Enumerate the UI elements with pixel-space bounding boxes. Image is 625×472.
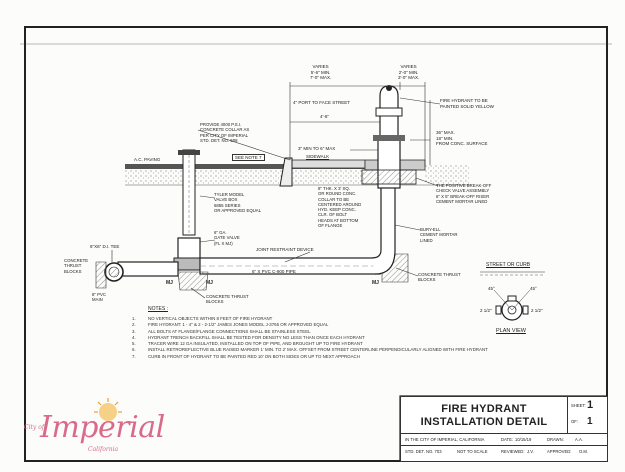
joint-restraint-label: JOINT RESTRAINT DEVICE	[256, 247, 314, 252]
sidewalk-label: SIDEWALK	[306, 154, 330, 159]
city-line: IN THE CITY OF IMPERIAL, CALIFORNIA	[405, 437, 485, 442]
three-min-note: 3" MIN TO 6" MAX	[298, 146, 336, 151]
drawn-label: DRAWN:	[547, 437, 564, 442]
varies-top-right: VARIES 2'-0" MIN. 3'-0" MAX.	[398, 64, 420, 80]
street-or-curb-label: STREET OR CURB	[486, 262, 531, 268]
of-number: 1	[587, 416, 593, 427]
note-7: 7.CURB IN FRONT OF HYDRANT TO BE PAINTED…	[132, 353, 360, 359]
round-collar-note: 8" THK. X 3' SQ. OR ROUND CONC. COLLAR T…	[318, 186, 362, 229]
drawn-value: A.A.	[575, 437, 583, 442]
outlet-label-right: 2 1/2"	[531, 308, 543, 313]
note-1: 1.NO VERTICAL OBJECTS WITHIN 8 FEET OF F…	[132, 316, 273, 321]
dimension-four-six: 4'-6"	[320, 114, 329, 119]
sheet-number: 1	[587, 399, 594, 411]
reviewed-label: REVIEWED:	[501, 449, 525, 454]
concrete-collar-note: PROVIDE 4000 P.S.I. CONCRETE COLLAR AS P…	[200, 122, 250, 143]
paint-yellow-note: FIRE HYDRANT TO BE PAINTED SOLID YELLOW	[440, 98, 494, 109]
thrust-bottom-label: CONCRETE THRUST BLOCKS	[206, 294, 249, 305]
thrust-right-label: CONCRETE THRUST BLOCKS	[418, 272, 461, 283]
angle-label-right: 45°	[530, 286, 537, 291]
notes-title: NOTES :	[148, 306, 169, 312]
general-notes: 1.NO VERTICAL OBJECTS WITHIN 8 FEET OF F…	[132, 316, 522, 360]
breakoff-note: THE POSITIVE BREAK-OFF CHECK VALVE ASSEM…	[436, 183, 492, 204]
note-2: 2.FIRE HYDRANT: 1 - 4" & 2 - 2-1/2" JAME…	[132, 322, 329, 328]
sheet-label: SHEET:	[571, 403, 586, 408]
gate-valve-note: 6" GA. GATE VALVE (FL X MJ)	[214, 230, 240, 246]
di-tee-label: 6"X6" D.I. TEE	[90, 244, 120, 249]
port-to-street: 4" PORT TO FACE STREET	[293, 100, 351, 105]
logo-sun-icon	[94, 398, 122, 421]
scale-label: NOT TO SCALE	[457, 449, 488, 454]
approved-value: O.M.	[579, 449, 589, 454]
pvc-main-label: 8" PVC MAIN	[92, 292, 106, 303]
see-note-7: SEE NOTE 7	[232, 154, 265, 161]
thrust-block-left	[95, 261, 107, 289]
outlet-label-left: 2 1/2"	[480, 308, 492, 313]
logo-prefix: City of	[24, 424, 45, 431]
title-block: FIRE HYDRANT INSTALLATION DETAIL SHEET: …	[400, 396, 608, 462]
plan-view-label: PLAN VIEW	[496, 328, 526, 334]
angle-label-left: 45°	[488, 286, 495, 291]
drawing-title: FIRE HYDRANT INSTALLATION DETAIL	[420, 403, 548, 428]
bury-ell-note: BURY-ELL CEMENT MORTAR LINED	[420, 227, 458, 243]
sheet-border	[24, 26, 608, 462]
ac-paving	[125, 164, 365, 169]
date-label: DATE:	[501, 437, 514, 442]
note-6: 6.INSTALL RETROREFLECTIVE BLUE RAISED MA…	[132, 347, 488, 353]
mj-label-1: MJ	[166, 280, 173, 286]
valve-box-note: TYLER MODEL VALVE BOX 6855 SERIES OR APP…	[214, 192, 262, 213]
mj-label-2: MJ	[206, 280, 213, 286]
concrete-collar	[361, 169, 417, 185]
approved-label: APPROVED:	[547, 449, 572, 454]
max-finish-note: 36" MAX. 18" MIN. FROM CONC. SURFACE	[436, 130, 488, 146]
date-value: 10/15/19	[515, 437, 532, 442]
of-label: OF:	[571, 419, 578, 424]
std-det-number: STD. DET. NO. 703	[405, 449, 442, 454]
note-4: 4.HYDRANT TRENCH BACKFILL SHALL BE TESTE…	[132, 334, 365, 340]
thrust-left-label: CONCRETE THRUST BLOCKS	[64, 258, 89, 274]
varies-top-left: VARIES 5'-6" MIN. 7'-0" MAX.	[310, 64, 332, 80]
ac-paving-label: A.C. PAVING	[134, 157, 161, 162]
pvc-pipe-label: 6" X PVC C-900 PIPE	[252, 269, 296, 274]
logo-name: Imperial	[40, 410, 165, 445]
note-5: 5.TRACER WIRE 12 GA INSULATED, INSTALLED…	[132, 341, 363, 347]
city-logo: City of Imperial California	[18, 398, 168, 458]
reviewed-value: J.V.	[527, 449, 534, 454]
mj-label-3: MJ	[372, 280, 379, 286]
thrust-block-bottom	[177, 271, 209, 291]
logo-suffix: California	[88, 446, 119, 453]
note-3: 3.ALL BOLTS AT FLANGE/FLANGE CONNECTIONS…	[132, 328, 311, 334]
